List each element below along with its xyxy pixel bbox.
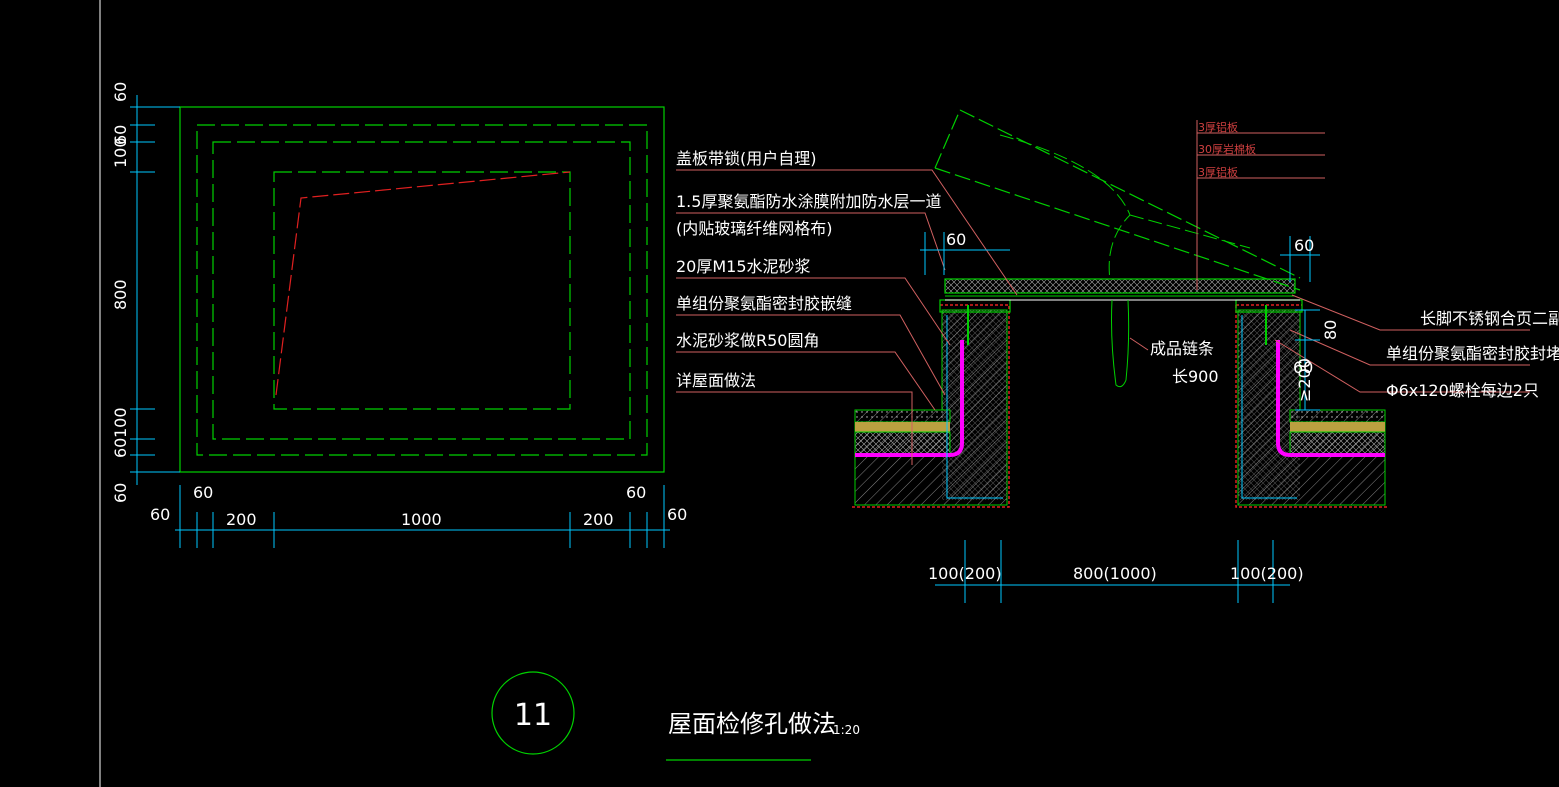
section-view xyxy=(852,109,1388,508)
label-cover-lock: 盖板带锁(用户自理) xyxy=(676,149,817,168)
label-sealant-plug: 单组份聚氨酯密封胶封堵 xyxy=(1386,344,1559,363)
note-rockwool: 30厚岩棉板 xyxy=(1198,142,1256,156)
dim-bottom-60a: 60 xyxy=(150,505,170,524)
label-hinge: 长脚不锈钢合页二副 xyxy=(1420,309,1559,328)
dim-left-6: 60 xyxy=(111,483,130,503)
label-r50-fillet: 水泥砂浆做R50圆角 xyxy=(676,331,819,350)
sect-dim-bottom-mid: 800(1000) xyxy=(1073,564,1157,583)
dim-left-4: 100 xyxy=(111,407,130,438)
plan-bottom-dimensions xyxy=(175,485,670,548)
sect-dim-left-60: 60 xyxy=(946,230,966,249)
label-roof-detail: 详屋面做法 xyxy=(676,371,756,390)
label-sealant-joint: 单组份聚氨酯密封胶嵌缝 xyxy=(676,294,852,313)
dim-left-3: 800 xyxy=(111,279,130,310)
plan-left-dim-texts: 60 100 60 800 100 60 60 xyxy=(111,82,130,503)
dim-bottom-200a: 200 xyxy=(226,510,257,529)
section-dimensions xyxy=(920,232,1320,603)
label-bolts: Φ6x120螺栓每边2只 xyxy=(1386,381,1539,400)
dim-left-2: 60 xyxy=(111,125,130,145)
dim-bottom-60b: 60 xyxy=(667,505,687,524)
sect-dim-right-80: 80 xyxy=(1321,320,1340,340)
sect-dim-bottom-right: 100(200) xyxy=(1230,564,1304,583)
detail-scale: 1:20 xyxy=(833,723,860,737)
note-aluminum-top: 3厚铝板 xyxy=(1198,120,1238,134)
dim-left-1: 100 xyxy=(111,137,130,168)
sect-dim-bottom-left: 100(200) xyxy=(928,564,1002,583)
dim-left-5: 60 xyxy=(111,438,130,458)
plan-left-dimensions xyxy=(130,95,180,485)
label-fiberglass-mesh: (内贴玻璃纤维网格布) xyxy=(676,219,833,238)
dim-bottom-60-right: 60 xyxy=(626,483,646,502)
label-chain: 成品链条 xyxy=(1150,339,1214,358)
dim-left-0: 60 xyxy=(111,82,130,102)
detail-circle xyxy=(491,671,575,755)
label-waterproof-coating: 1.5厚聚氨酯防水涂膜附加防水层一道 xyxy=(676,192,941,211)
sect-dim-right-60: 60 xyxy=(1294,236,1314,255)
plan-view xyxy=(179,106,665,473)
dim-bottom-1000: 1000 xyxy=(401,510,442,529)
label-mortar: 20厚M15水泥砂浆 xyxy=(676,257,811,276)
detail-title: 屋面检修孔做法 xyxy=(668,710,836,738)
sect-dim-right-60b: 60 xyxy=(1293,358,1313,377)
label-chain-length: 长900 xyxy=(1172,367,1219,386)
detail-number: 11 xyxy=(514,698,552,733)
dim-bottom-200b: 200 xyxy=(583,510,614,529)
sect-dim-right-200: ≥200 xyxy=(1295,358,1314,402)
leader-lines xyxy=(676,120,1530,465)
dim-bottom-60-left: 60 xyxy=(193,483,213,502)
note-aluminum-bottom: 3厚铝板 xyxy=(1198,165,1238,179)
